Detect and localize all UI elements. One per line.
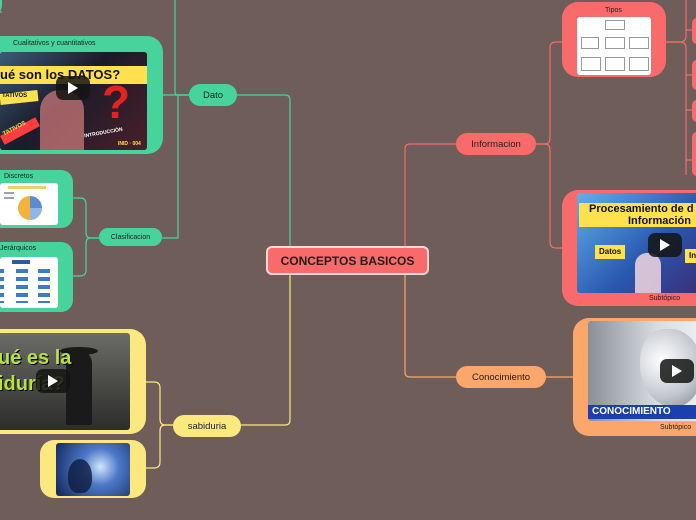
link-discretos	[73, 197, 99, 239]
jerarquicos-image	[0, 257, 58, 308]
procesamiento-title-1: Procesamiento de d	[589, 203, 694, 215]
partial-box	[692, 18, 696, 44]
dato-video-thumbnail[interactable]: ué son los DATOS? TATIVOS TATIVOS ? INTR…	[0, 52, 147, 150]
link-jerarquicos	[73, 237, 99, 277]
dato-tag-left: TATIVOS	[2, 93, 28, 99]
link-dato	[237, 94, 291, 261]
conocimiento-subtopic: Subtópico	[660, 424, 692, 431]
sabiduria-title-1: ué es la	[0, 347, 72, 369]
svg-text:?: ?	[102, 76, 130, 122]
link-sab-video	[146, 381, 173, 426]
tipos-label: Tipos	[605, 7, 622, 14]
conocimiento-video-card: CONOCIMIENTO Subtópico	[573, 318, 696, 436]
jerarquicos-card: Jerárquicos	[0, 242, 73, 312]
central-topic[interactable]: CONCEPTOS BASICOS	[266, 246, 429, 275]
tipos-card: Tipos	[562, 2, 666, 77]
node-sabiduria[interactable]: sabiduria	[173, 415, 241, 437]
sabiduria-image-card	[40, 440, 146, 498]
node-clasificacion[interactable]: Clasificacion	[99, 228, 162, 246]
procesamiento-title-2: Información	[628, 215, 691, 227]
discretos-label: Discretos	[4, 173, 34, 180]
tipos-image	[577, 17, 651, 75]
procesamiento-video-card: Procesamiento de d Información Datos In …	[562, 190, 696, 306]
play-button-icon[interactable]	[56, 76, 90, 100]
question-mark-icon: ?	[102, 76, 130, 122]
link-tipos	[536, 41, 562, 145]
jerarquicos-label: Jerárquicos	[0, 245, 37, 252]
procesamiento-tag-datos: Datos	[599, 247, 622, 256]
dato-card-label: Cualitativos y cuantitativos	[13, 40, 96, 47]
partial-box	[692, 132, 696, 176]
partial-box	[692, 100, 696, 122]
procesamiento-tag-right: In	[689, 251, 696, 260]
partial-top-card	[0, 0, 2, 16]
dato-video-title: ué son los DATOS?	[0, 67, 121, 82]
person-silhouette	[40, 90, 84, 150]
link-dato-top	[174, 0, 189, 96]
partial-box	[692, 60, 696, 90]
pie-chart-icon	[18, 196, 42, 220]
wizard-silhouette	[66, 351, 92, 425]
play-button-icon[interactable]	[648, 233, 682, 257]
sabiduria-video-thumbnail[interactable]: ué es la iduría?	[0, 333, 130, 430]
node-dato[interactable]: Dato	[189, 84, 237, 106]
conocimiento-banner: CONOCIMIENTO	[592, 406, 671, 417]
play-button-icon[interactable]	[36, 369, 70, 393]
node-informacion[interactable]: Informacion	[456, 133, 536, 155]
node-conocimiento[interactable]: Conocimiento	[456, 366, 546, 388]
link-procesamiento	[536, 143, 562, 249]
dato-video-card: Cualitativos y cuantitativos ué son los …	[0, 36, 163, 154]
link-sabiduria	[241, 259, 291, 426]
procesamiento-subtopic: Subtópico	[649, 295, 681, 302]
discretos-image	[0, 183, 58, 225]
play-button-icon[interactable]	[660, 359, 694, 383]
procesamiento-video-thumbnail[interactable]: Procesamiento de d Información Datos In	[577, 193, 696, 293]
sabiduria-image	[56, 443, 130, 496]
conocimiento-video-thumbnail[interactable]: CONOCIMIENTO	[588, 321, 696, 421]
link-sab-image	[146, 424, 173, 469]
link-dato-clasif	[162, 94, 189, 239]
dato-episode: INID · 004	[118, 141, 141, 147]
person-silhouette	[635, 253, 661, 293]
link-conocimiento	[404, 259, 456, 378]
link-informacion	[404, 143, 456, 261]
sabiduria-video-card: ué es la iduría?	[0, 329, 146, 434]
discretos-card: Discretos	[0, 170, 73, 228]
